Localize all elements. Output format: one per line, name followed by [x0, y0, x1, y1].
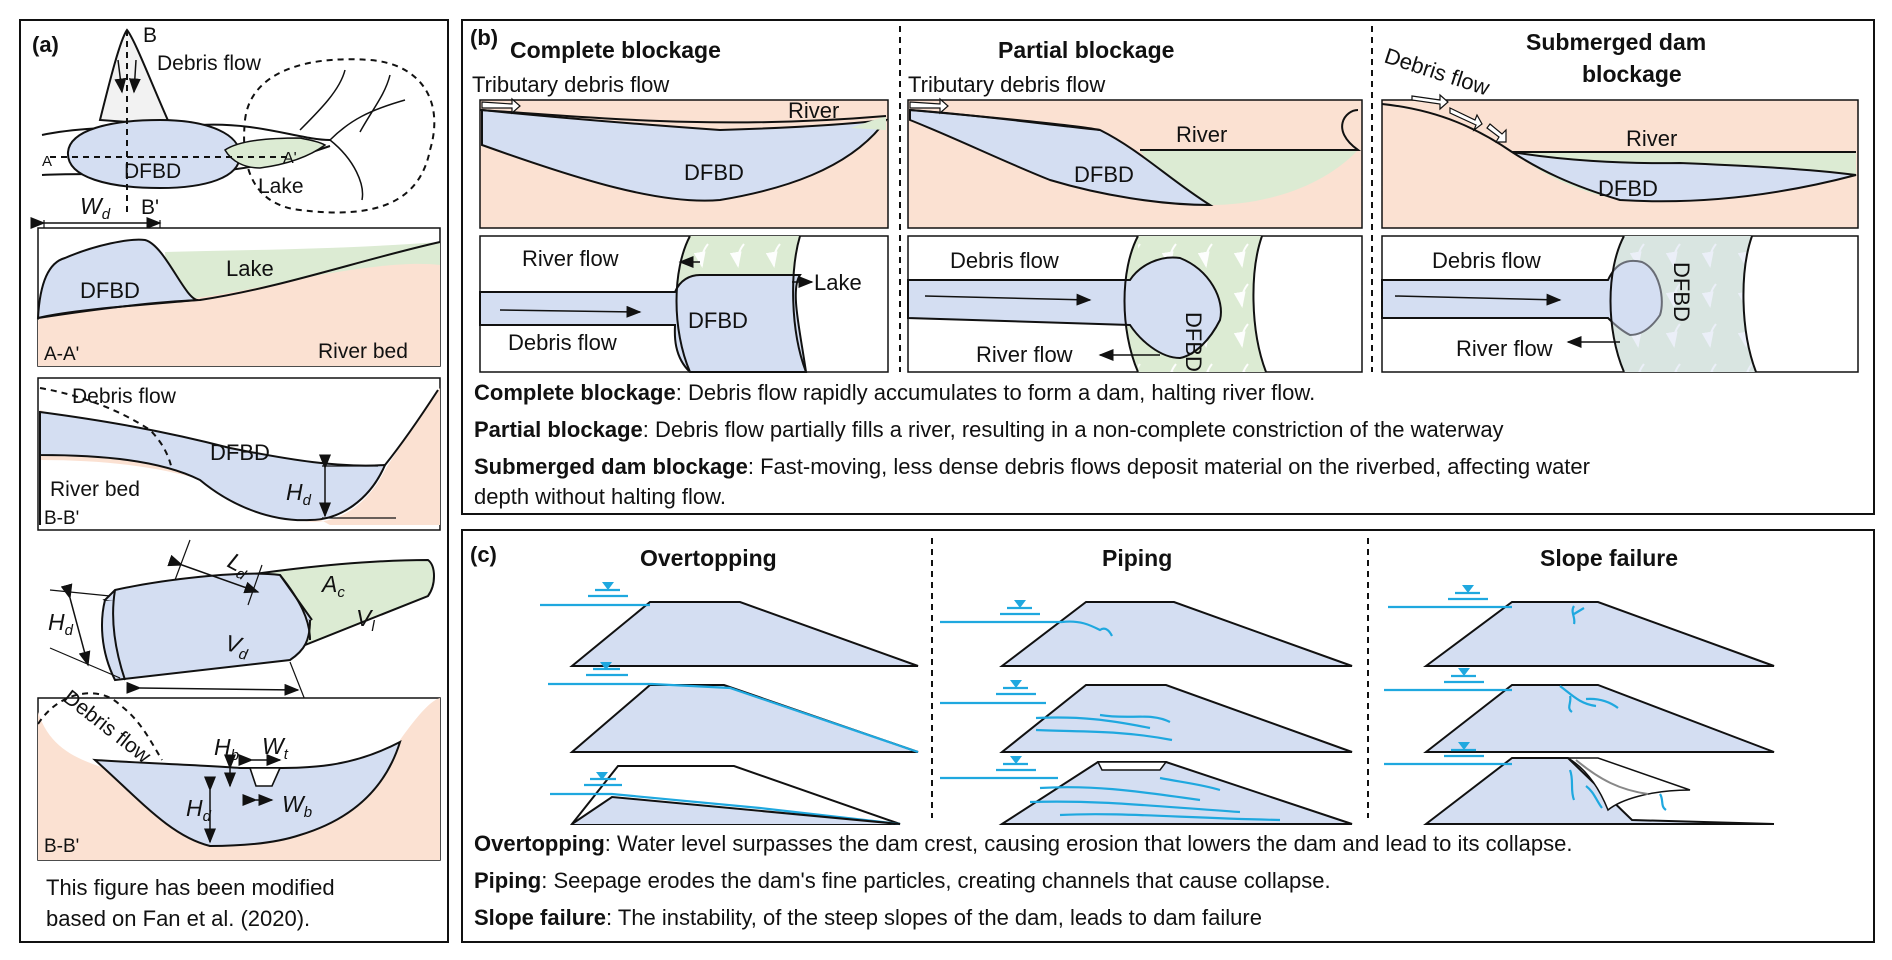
label-breach-dam-height: Hd [186, 795, 212, 825]
complete-blockage: Complete blockage Tributary debris flow … [472, 37, 889, 373]
label-bb-height: Hd [286, 479, 312, 509]
partial-river-flow: River flow [976, 342, 1073, 367]
submerged-dam [1511, 151, 1857, 203]
partial-tributary: Tributary debris flow [908, 72, 1105, 97]
label-plan-width: Wd [80, 193, 111, 223]
partial-debris-flow: Debris flow [950, 248, 1059, 273]
panel-b-caption-1: Complete blockage: Debris flow rapidly a… [474, 380, 1315, 405]
label-breach-bottom-width: Wb [282, 791, 312, 821]
panel-c-caption-3: Slope failure: The instability, of the s… [474, 905, 1262, 930]
panel-a-note-line2: based on Fan et al. (2020). [46, 906, 310, 931]
breach-notch [248, 767, 282, 787]
label-plan-debris: Debris flow [157, 52, 262, 75]
panel-b-label: (b) [470, 25, 498, 50]
label-bb-dam: DFBD [210, 440, 270, 465]
partial-blockage: Partial blockage Tributary debris flow R… [907, 37, 1363, 373]
catchment-outline [243, 58, 436, 214]
complete-lake: Lake [814, 270, 862, 295]
panel-a-label: (a) [32, 32, 59, 57]
river-bed-aa [38, 242, 440, 366]
submerged-debris-flow: Debris flow [1432, 248, 1541, 273]
label-block-area: Ac [320, 571, 345, 601]
panel-b-frame [461, 19, 1875, 515]
plan-lake [223, 137, 327, 169]
complete-debris-flow: Debris flow [508, 330, 617, 355]
panel-c-title-piping: Piping [1102, 545, 1172, 571]
submerged-title-line1: Submerged dam [1526, 29, 1706, 55]
block-height-dimension [60, 583, 91, 667]
breach-section: Debris flow Hb Wt Hd Wb B-B' [37, 686, 441, 861]
panel-c-frame [461, 529, 1875, 943]
label-bb-bed: River bed [50, 478, 140, 501]
partial-title: Partial blockage [998, 37, 1174, 63]
submerged-title-line2: blockage [1582, 61, 1682, 87]
label-bb-debris: Debris flow [72, 385, 177, 408]
dam-bb [39, 410, 387, 522]
block-width-dimension [126, 681, 300, 696]
partial-river: River [1176, 122, 1227, 147]
label-breach-top-width: Wt [262, 733, 289, 763]
partial-plan-dam-label: DFBD [1181, 312, 1206, 372]
panel-b: (b) Complete blockage Tributary debris f… [461, 19, 1875, 515]
panel-c-caption-2: Piping: Seepage erodes the dam's fine pa… [474, 868, 1331, 893]
panel-a-note-line1: This figure has been modified [46, 875, 335, 900]
debris-profile-bb [39, 387, 173, 471]
submerged-blockage: Submerged dam blockage Debris flow River… [1381, 29, 1859, 373]
submerged-river: River [1626, 126, 1677, 151]
partial-plan-dam [907, 256, 1222, 360]
submerged-plan-dam-label: DFBD [1669, 262, 1694, 322]
complete-plan-dam-label: DFBD [688, 308, 748, 333]
complete-title: Complete blockage [510, 37, 721, 63]
label-plan-dam: DFBD [124, 160, 181, 183]
partial-dam-label: DFBD [1074, 162, 1134, 187]
panel-a: (a) B Debris flow A A' DFBD Lake B' Wd [19, 19, 449, 943]
label-aa-lake: Lake [226, 256, 274, 281]
label-breach-tag: B-B' [44, 836, 79, 857]
panel-c-caption-1: Overtopping: Water level surpasses the d… [474, 831, 1572, 856]
complete-tributary: Tributary debris flow [472, 72, 669, 97]
submerged-dam-label: DFBD [1598, 176, 1658, 201]
complete-dam-label: DFBD [684, 160, 744, 185]
label-aa-dam: DFBD [80, 278, 140, 303]
submerged-river-flow: River flow [1456, 336, 1553, 361]
length-dimension [167, 554, 260, 594]
panel-b-caption-3: Submerged dam blockage: Fast-moving, les… [474, 454, 1590, 479]
panel-c-label: (c) [470, 542, 497, 567]
submerged-plan-dam [1381, 260, 1663, 337]
section-bb: Debris flow DFBD River bed B-B' Hd [37, 377, 441, 531]
plan-view: B Debris flow A A' DFBD Lake B' Wd [30, 24, 436, 270]
panel-b-caption-2: Partial blockage: Debris flow partially … [474, 417, 1504, 442]
lake-aa [165, 242, 440, 300]
panel-c-title-overtopping: Overtopping [640, 545, 777, 571]
label-breach-depth: Hb [214, 734, 239, 764]
flow-arrow-left [114, 59, 127, 94]
label-plan-lake: Lake [258, 175, 304, 198]
label-block-lake-volume: Vl [356, 605, 375, 635]
label-block-height: Hd [48, 609, 74, 639]
label-aa-tag: A-A' [44, 344, 79, 365]
complete-plan-dam [479, 274, 808, 373]
panel-b-caption-3-wrap: depth without halting flow. [474, 484, 726, 509]
label-aa-bed: River bed [318, 340, 408, 363]
section-aa: DFBD Lake A-A' River bed [36, 227, 441, 367]
submerged-debris: Debris flow [1381, 43, 1492, 100]
label-point-a2: A' [283, 150, 297, 167]
label-point-b2: B' [141, 196, 159, 219]
panel-c-title-slope: Slope failure [1540, 545, 1678, 571]
piping-sketches [940, 600, 1353, 825]
panel-c: (c) Overtopping Piping Slope failure [461, 529, 1875, 943]
label-point-a: A [42, 153, 52, 170]
complete-river: River [788, 98, 839, 123]
panel-a-frame [19, 19, 449, 943]
overtopping-sketches [540, 582, 919, 826]
tributary-streams [299, 69, 406, 201]
label-point-b: B [143, 24, 157, 47]
label-bb-tag: B-B' [44, 508, 79, 529]
slope-failure-sketches [1384, 585, 1775, 825]
flow-arrow-right [128, 59, 141, 94]
complete-river-flow: River flow [522, 246, 619, 271]
